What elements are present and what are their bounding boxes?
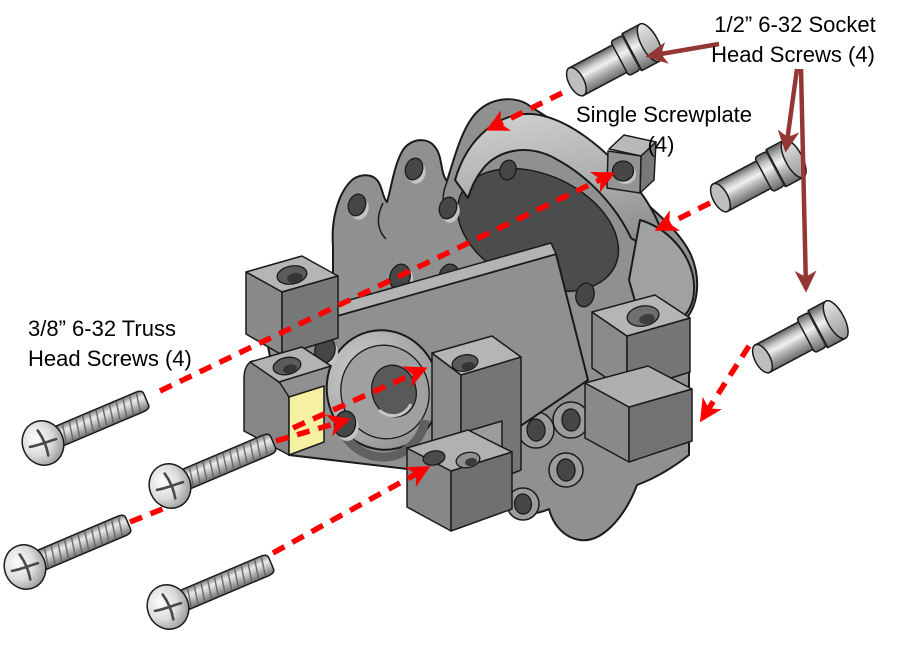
socket-screw xyxy=(702,134,813,221)
counterbore-hole xyxy=(283,364,297,374)
truss-screw xyxy=(139,541,282,638)
bore-hole-shine xyxy=(378,403,413,418)
red-dashed-arrows xyxy=(128,90,752,556)
truss-screws-label-line2: Head Screws (4) xyxy=(28,346,192,371)
label-arrows xyxy=(645,41,817,293)
dashed-arrow-bottom-socket-screw xyxy=(699,344,752,423)
left-foot-block xyxy=(243,346,332,456)
hole xyxy=(611,160,635,182)
dashed-arrow-mid-socket-screw xyxy=(654,200,712,232)
hole xyxy=(499,159,517,181)
highlight-face xyxy=(288,385,325,456)
socket-screw xyxy=(744,295,855,382)
counterbore-hole xyxy=(465,457,477,467)
dashed-arrow-truss-screw-4 xyxy=(271,465,431,556)
counterbore-hole xyxy=(639,313,655,325)
dashed-arrow-truss-screw-2 xyxy=(275,414,351,444)
block-top-face xyxy=(584,365,693,408)
hole xyxy=(347,193,367,217)
gearbox-housing xyxy=(243,98,699,542)
socket-screws-label-line2: Head Screws (4) xyxy=(711,42,875,67)
hole xyxy=(556,458,576,482)
hole xyxy=(561,408,581,432)
label-arrow-socket-screw-3 xyxy=(794,68,817,293)
counterbore-hole xyxy=(461,361,475,371)
hole xyxy=(526,418,546,442)
label-arrow-socket-screw-2 xyxy=(777,68,800,153)
truss-screws xyxy=(0,377,284,638)
dashed-line-truss-screw-3 xyxy=(128,503,172,525)
truss-screws-label-line1: 3/8” 6-32 Truss xyxy=(28,316,176,341)
hole xyxy=(422,450,446,466)
hole xyxy=(438,196,458,220)
dashed-arrow-to-screwplate xyxy=(158,171,616,394)
hole xyxy=(404,157,424,181)
truss-screw xyxy=(141,420,284,517)
screwplate-label-line1: Single Screwplate xyxy=(576,102,752,127)
truss-screw xyxy=(0,501,139,598)
dashed-arrow-truss-screw-3 xyxy=(291,366,428,431)
socket-screws-label-line1: 1/2” 6-32 Socket xyxy=(714,12,875,37)
label-arrow-socket-screw-1 xyxy=(645,41,720,64)
dashed-arrow-top-socket-screw xyxy=(485,90,564,132)
left-corner-block xyxy=(245,255,339,356)
hole xyxy=(575,282,595,308)
text-labels: 1/2” 6-32 Socket Head Screws (4) Single … xyxy=(28,12,876,371)
truss-screw xyxy=(14,377,157,474)
right-lower-block xyxy=(584,365,693,463)
bottom-foot-block xyxy=(406,429,513,532)
socket-screw xyxy=(558,18,669,105)
counterbore-hole xyxy=(287,272,303,284)
hole xyxy=(513,493,533,515)
screwplate-label-line2: (4) xyxy=(648,132,675,157)
